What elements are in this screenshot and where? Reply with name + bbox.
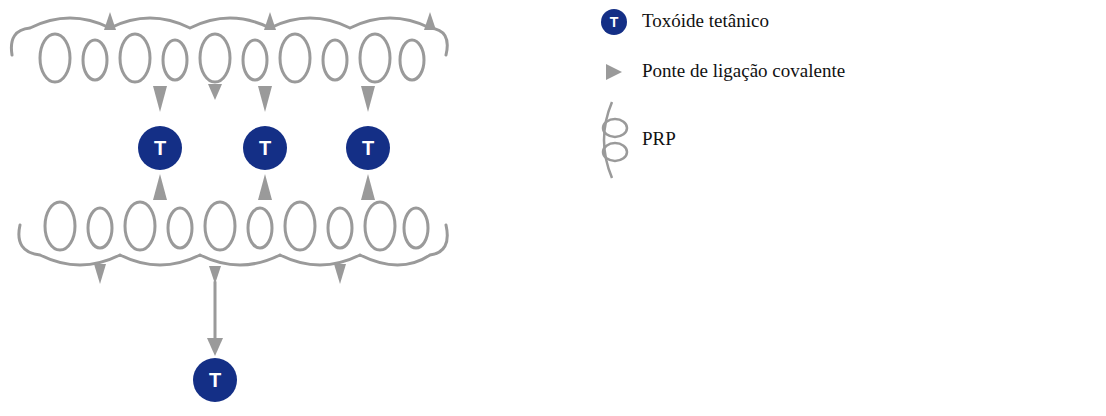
toxoid-circle: T: [138, 126, 182, 170]
legend-letter: T: [610, 15, 619, 29]
prp-chain: [11, 18, 447, 340]
toxoid-circle: T: [193, 358, 237, 402]
toxoid-letter: T: [209, 370, 221, 390]
prp-legend-sample: [603, 102, 627, 178]
legend-text: PRP: [642, 128, 676, 151]
toxoid-circle: T: [346, 126, 390, 170]
toxoid-letter: T: [362, 138, 374, 158]
legend-toxoid-icon: T: [601, 9, 627, 35]
toxoid-letter: T: [154, 138, 166, 158]
legend-text: Ponte de ligação covalente: [642, 60, 845, 83]
toxoid-letter: T: [259, 138, 271, 158]
toxoid-circle: T: [243, 126, 287, 170]
covalent-bridge: [94, 12, 622, 356]
legend-text: Toxóide tetânico: [642, 10, 769, 33]
